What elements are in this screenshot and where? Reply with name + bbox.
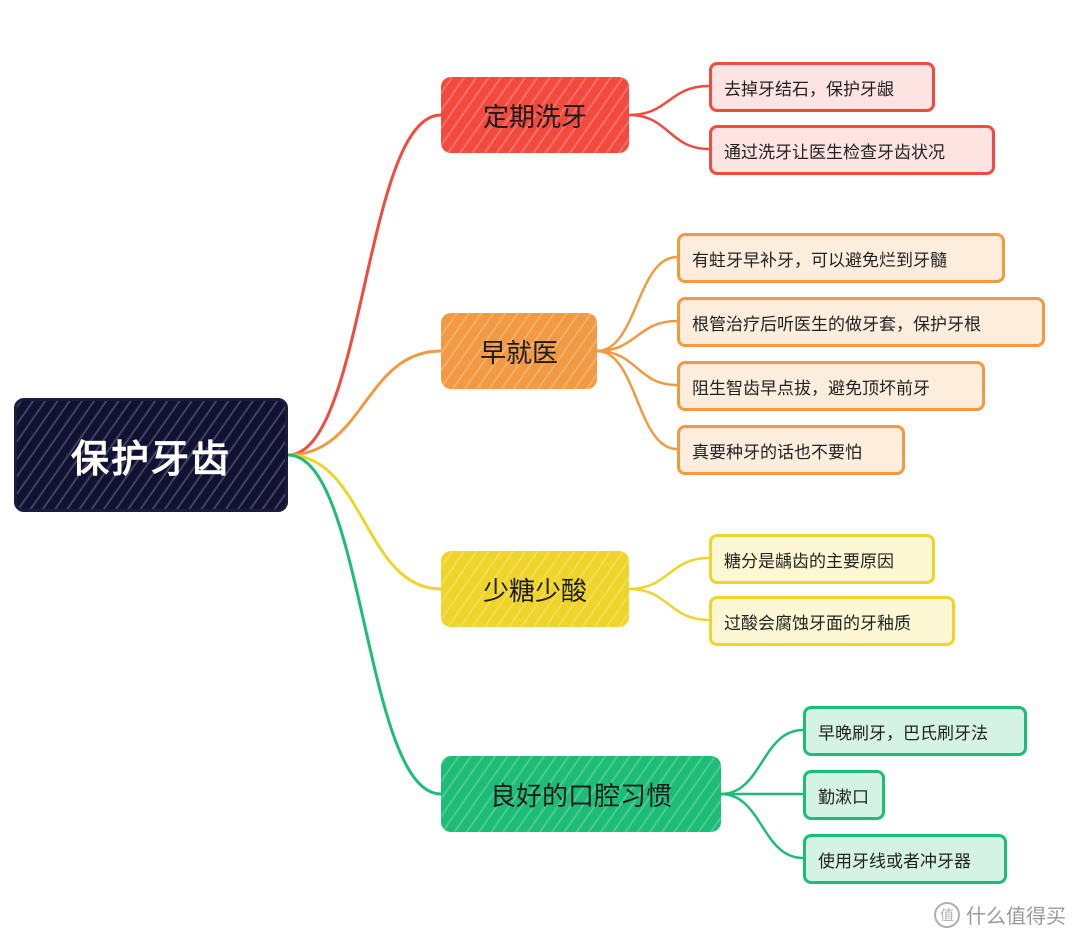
leaf-label: 过酸会腐蚀牙面的牙釉质	[724, 613, 911, 634]
leaf-node: 早晚刷牙，巴氏刷牙法	[803, 706, 1027, 756]
branch-label: 少糖少酸	[482, 576, 587, 607]
branch-label: 定期洗牙	[482, 102, 587, 133]
connector-branch-leaf	[595, 349, 679, 387]
leaf-label: 勤漱口	[818, 787, 869, 808]
watermark: 值 什么值得买	[934, 900, 1066, 929]
connector-branch-leaf	[627, 556, 711, 591]
connector-root-branch-1	[286, 113, 443, 457]
leaf-node: 糖分是龋齿的主要原因	[709, 534, 935, 584]
leaf-label: 通过洗牙让医生检查牙齿状况	[724, 142, 945, 163]
leaf-node: 去掉牙结石，保护牙龈	[709, 62, 935, 112]
connector-root-branch-3	[286, 453, 443, 591]
leaf-label: 糖分是龋齿的主要原因	[724, 551, 894, 572]
connector-root-branch-4	[286, 453, 443, 796]
watermark-text: 什么值得买	[966, 904, 1066, 928]
connector-root-branch-2	[286, 349, 443, 457]
leaf-node: 使用牙线或者冲牙器	[803, 834, 1007, 884]
connector-branch-leaf	[627, 113, 711, 151]
leaf-node: 阻生智齿早点拔，避免顶坏前牙	[677, 361, 985, 411]
leaf-label: 使用牙线或者冲牙器	[818, 851, 971, 872]
leaf-label: 根管治疗后听医生的做牙套，保护牙根	[692, 314, 981, 335]
connector-branch-leaf	[595, 319, 679, 353]
leaf-node: 勤漱口	[803, 770, 885, 820]
leaf-label: 有蛀牙早补牙，可以避免烂到牙髓	[692, 250, 947, 271]
connector-branch-leaf	[627, 587, 711, 622]
branch-node-3: 少糖少酸	[441, 551, 629, 627]
connector-branch-leaf	[595, 349, 679, 451]
leaf-node: 有蛀牙早补牙，可以避免烂到牙髓	[677, 233, 1005, 283]
root-node: 保护牙齿	[14, 398, 288, 512]
connector-branch-leaf	[627, 84, 711, 117]
connector-branch-leaf	[595, 255, 679, 353]
branch-node-4: 良好的口腔习惯	[441, 756, 721, 832]
leaf-node: 过酸会腐蚀牙面的牙釉质	[709, 596, 955, 646]
branch-label: 早就医	[479, 338, 558, 369]
leaf-label: 真要种牙的话也不要怕	[692, 442, 862, 463]
root-label: 保护牙齿	[70, 436, 231, 481]
connector-branch-leaf	[719, 792, 805, 860]
leaf-node: 根管治疗后听医生的做牙套，保护牙根	[677, 297, 1045, 347]
leaf-node: 真要种牙的话也不要怕	[677, 425, 905, 475]
leaf-label: 早晚刷牙，巴氏刷牙法	[818, 723, 988, 744]
branch-node-1: 定期洗牙	[441, 77, 629, 153]
branch-label: 良好的口腔习惯	[489, 781, 672, 812]
connector-branch-leaf	[719, 728, 805, 796]
leaf-node: 通过洗牙让医生检查牙齿状况	[709, 125, 995, 175]
leaf-label: 去掉牙结石，保护牙龈	[724, 79, 894, 100]
branch-node-2: 早就医	[441, 313, 597, 389]
leaf-label: 阻生智齿早点拔，避免顶坏前牙	[692, 378, 930, 399]
zhi-logo-icon: 值	[934, 901, 960, 928]
